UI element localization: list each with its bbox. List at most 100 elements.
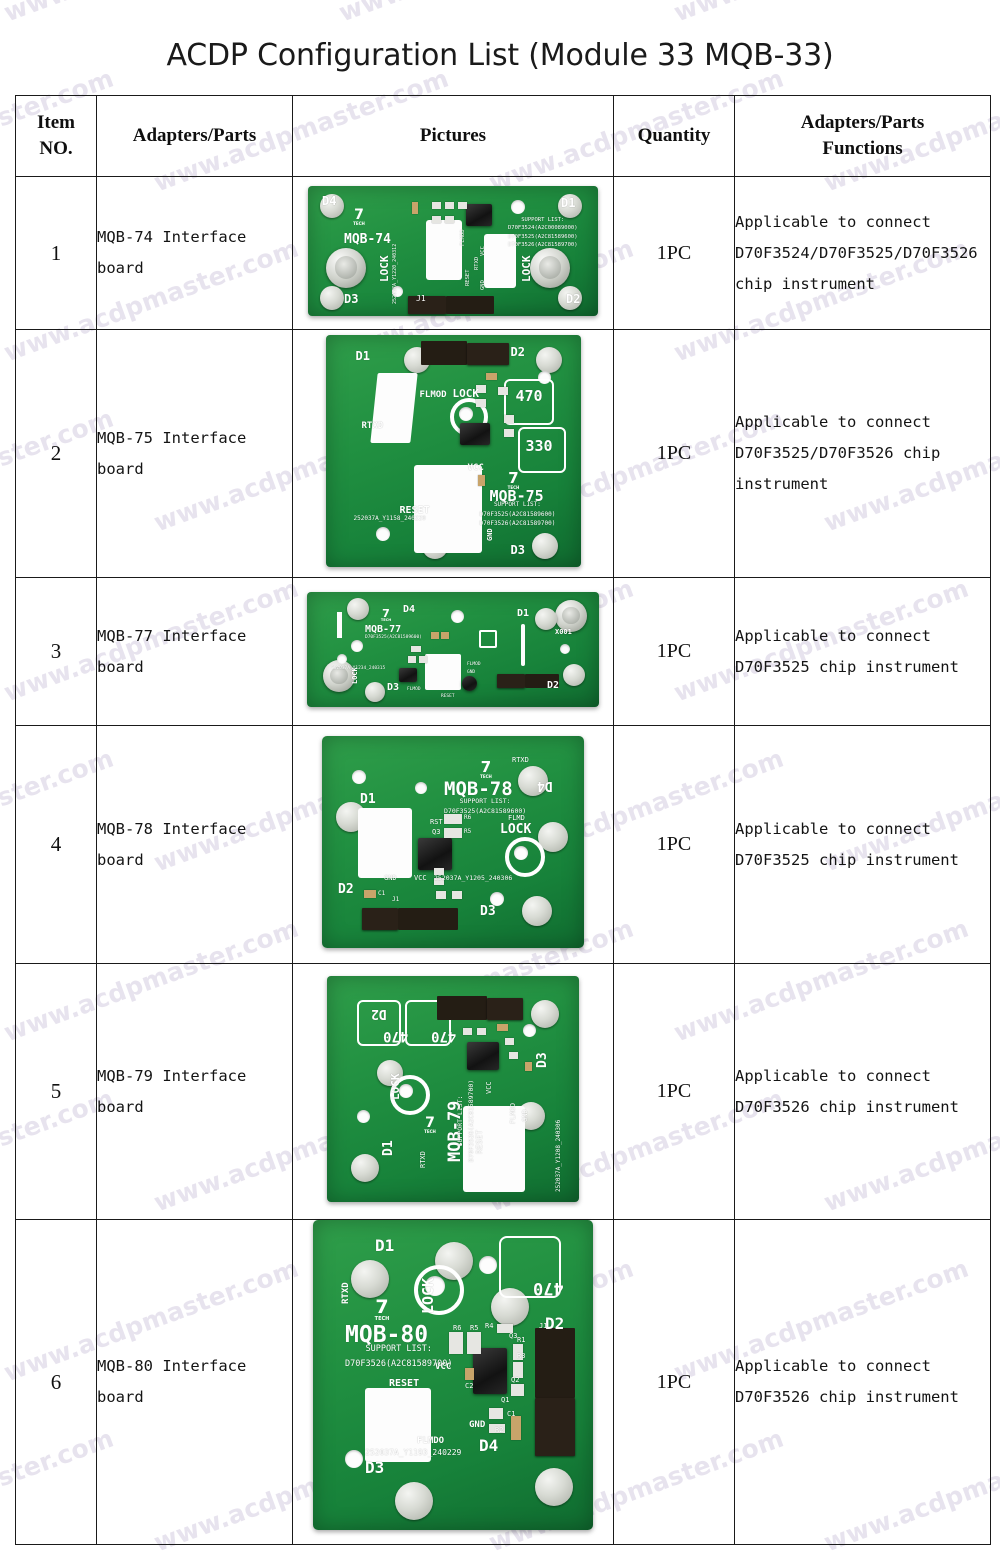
silk-r5: R5 [464,828,472,835]
silk-r3: R3 [517,1352,526,1360]
silk-d1: D1 [355,349,370,363]
silk-support-list: SUPPORT LIST:D70F3525(A2C81589600) [444,797,527,816]
silk-board-id: MQB-77 [365,623,402,635]
silk-rtxd: RTXD [361,421,384,431]
standoff-bottom-right [535,1468,573,1506]
standoff-top-left [347,597,369,620]
silk-gnd: GND [485,528,494,541]
standoff-d1 [558,193,582,218]
silk-d2: D2 [510,345,525,359]
board-cutout [425,653,461,690]
table-row: 5 MQB-79 Interface board [15,963,991,1220]
table-header: Item NO. Adapters/Parts Pictures Quantit… [15,95,991,177]
silk-r6: R6 [453,1324,462,1332]
standoff-d3 [320,285,344,310]
resistor-r1 [463,1028,472,1035]
transistor-q2 [511,1384,524,1396]
silk-c2: C2 [465,1382,474,1390]
silk-reset: RESET [399,505,430,516]
board-cutout-upper [369,373,418,443]
silk-flmod: FLMOD [509,1102,517,1124]
cell-quantity: 1PC [613,329,735,578]
silk-serial: 252037A_Y1234_240315 [331,665,386,671]
transistor-q3 [467,1042,499,1070]
silk-lock: LOCK [500,822,532,837]
transistor-q1 [489,1408,503,1419]
cell-function: Applicable to connect D70F3525/D70F3526 … [734,329,991,578]
silk-gnd: GND [480,279,486,290]
screw-left [326,247,366,288]
standoff-top-right [518,766,548,796]
silk-serial: 252037A_Y1193_240229 [365,1448,462,1457]
silk-board-id: MQB-75 [489,487,544,505]
cell-function: Applicable to connect D70F3525 chip inst… [734,577,991,726]
silk-rtxd: RTXD [341,1282,351,1304]
pad-330-outline [517,427,566,473]
capacitor-c1 [511,1416,521,1440]
silk-gnd: GND [467,669,476,675]
column-header-adapters-parts: Adapters/Parts [96,95,293,177]
silk-d3: D3 [535,1052,550,1068]
pin-header-shroud [466,343,509,365]
silk-r5: R5 [470,1324,479,1332]
board-cutout-lower [413,465,482,553]
screw-right [530,247,570,288]
silk-reset: RESET [389,1378,420,1389]
slot-left [337,611,342,638]
standoff-d1 [535,607,557,630]
resistor-r2 [445,215,454,223]
cell-item-no: 3 [15,577,97,726]
resistor-r6 [449,1332,463,1354]
silk-d4: D4 [322,193,337,208]
board-cutout [463,1106,525,1192]
silk-j1: J1 [392,896,400,903]
silk-d3: D3 [365,1458,385,1477]
silk-gnd: GND [469,1420,486,1430]
silk-d2: D2 [338,882,354,897]
mounting-hole [479,1256,497,1274]
resistor-r6 [444,814,462,824]
silk-reset: RESET [465,268,471,286]
silk-q1: Q1 [501,1396,510,1404]
silk-support-list: SUPPORT LIST:D70F3526(A2C81589700) [456,1079,476,1162]
standoff-right [538,822,568,852]
pad-470-outline [499,1236,561,1298]
silk-support-list: SUPPORT LIST:D70F3526(A2C81589700) [345,1344,453,1370]
cell-part-name: MQB-77 Interface board [96,577,293,726]
silk-j1: J1 [416,293,426,303]
silk-d3: D3 [387,681,400,693]
cell-part-name: MQB-75 Interface board [96,329,293,578]
resistor-r1 [475,385,486,393]
silk-vcc: VCC [435,1362,452,1372]
pad-470-left-outline [357,1000,401,1046]
configuration-table: Item NO. Adapters/Parts Pictures Quantit… [15,95,991,1545]
silk-reset: RESET [441,693,455,699]
capacitor-c3 [441,631,449,639]
silk-d3: D3 [510,543,525,557]
silk-vcc: VCC [414,874,427,882]
resistor-r2 [408,655,416,663]
header-item-line2: NO. [39,138,73,159]
column-header-quantity: Quantity [613,95,735,177]
standoff-d3 [365,681,385,702]
silk-board-id: MQB-78 [444,778,513,800]
silk-rst: RST [430,818,443,826]
table-body: 1 MQB-74 Interface board [15,176,991,1545]
silk-r1: R1 [517,1336,526,1344]
mounting-hole [511,199,525,214]
silk-lock: LOCK [389,1073,402,1101]
silk-flmod: FLMOD [467,661,481,667]
silk-lock: LOCK [452,387,480,400]
silk-serial: 252037A_Y1158_240220 [353,515,426,522]
resistor-r3 [432,215,441,223]
resistor-r1 [411,645,421,652]
mounting-hole-3 [337,653,347,664]
slot-right [521,623,525,666]
silk-rtxd: RTXD [512,756,529,764]
table-row: 3 MQB-77 Interface board [15,577,991,726]
